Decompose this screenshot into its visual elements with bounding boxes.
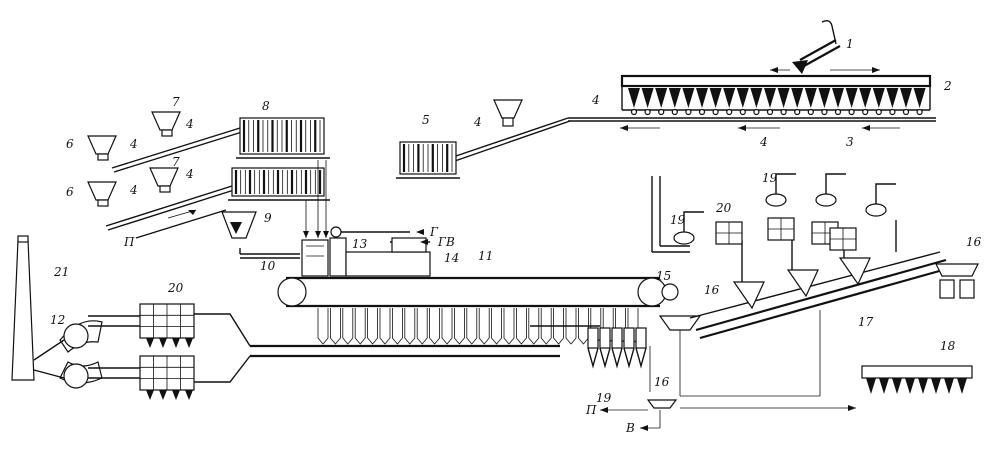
label-19: 19	[596, 391, 612, 405]
label-12: 12	[50, 313, 65, 327]
label-1: 1	[846, 37, 854, 51]
crane-grab-1	[792, 19, 841, 74]
label-19: 19	[762, 171, 778, 185]
label-14: 14	[444, 251, 459, 265]
label-4: 4	[129, 137, 138, 151]
mixing-drum-5	[396, 141, 460, 179]
label-13: 13	[352, 237, 368, 251]
label-4: 4	[759, 135, 768, 149]
label-4: 4	[185, 117, 194, 131]
label-4: 4	[591, 93, 600, 107]
label-16: 16	[966, 235, 982, 249]
label-15: 15	[656, 269, 671, 283]
label-19: 19	[670, 213, 686, 227]
label-G: Г	[429, 225, 439, 239]
label-16: 16	[704, 283, 720, 297]
label-4: 4	[473, 115, 482, 129]
label-5: 5	[422, 113, 430, 127]
conveyor-3	[568, 117, 936, 131]
label-10: 10	[260, 259, 276, 273]
exhaust-system	[11, 235, 251, 400]
label-7: 7	[172, 155, 180, 169]
label-V: В	[625, 421, 635, 435]
sinter-machine-11	[250, 226, 667, 358]
label-P: П	[585, 403, 597, 417]
label-4: 4	[185, 167, 194, 181]
label-2: 2	[943, 79, 952, 93]
label-18: 18	[940, 339, 956, 353]
label-6: 6	[66, 185, 74, 199]
cooling-section	[587, 173, 979, 431]
bunker-row-2	[620, 67, 932, 116]
feeders-6-7-8	[87, 111, 330, 259]
label-4: 4	[129, 183, 138, 197]
callout-labels: 1 2 3 4 4 4 4 4 4 4 5 6 6 7 7 8 9 10 11 …	[50, 37, 982, 435]
label-7: 7	[172, 95, 180, 109]
label-9: 9	[264, 211, 272, 225]
label-11: 11	[478, 249, 493, 263]
label-17: 17	[858, 315, 874, 329]
label-21: 21	[53, 265, 69, 279]
label-6: 6	[66, 137, 74, 151]
label-P: П	[123, 235, 135, 249]
label-8: 8	[262, 99, 270, 113]
label-20: 20	[715, 201, 732, 215]
label-3: 3	[846, 135, 854, 149]
conveyor-4-to-mixer-5	[449, 99, 571, 163]
label-16: 16	[654, 375, 670, 389]
label-20: 20	[167, 281, 184, 295]
label-GV: ГВ	[437, 235, 455, 249]
